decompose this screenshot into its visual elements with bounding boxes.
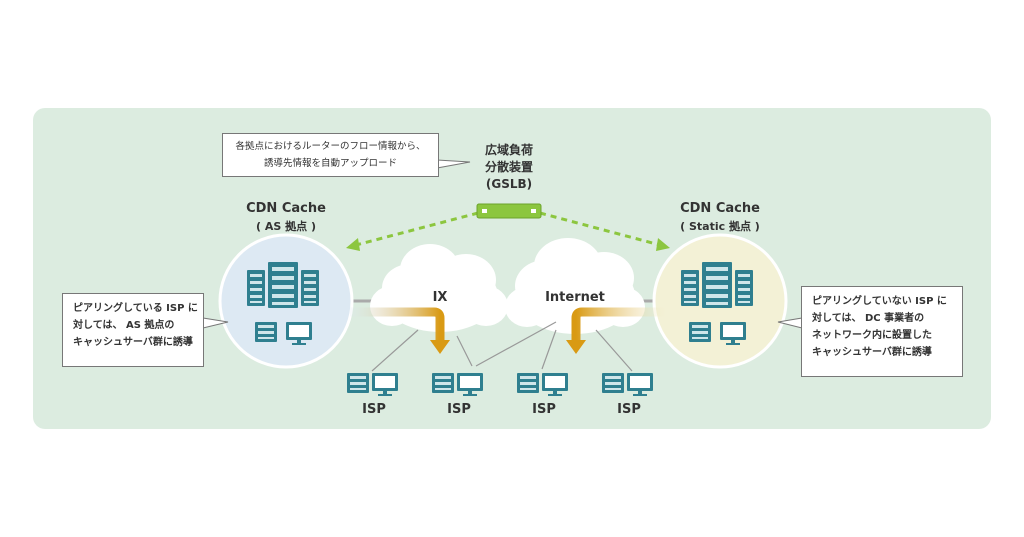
right-callout-line-4: キャッシュサーバ群に誘導	[812, 347, 932, 358]
isp-label-3: ISP	[532, 402, 556, 417]
isp-icon-1	[347, 373, 398, 396]
right-callout: ピアリングしていない ISP に 対しては、 DC 事業者の ネットワーク内に設…	[801, 286, 963, 377]
right-cache-subtitle: ( Static 拠点 )	[680, 220, 760, 233]
internet-label: Internet	[545, 290, 605, 305]
left-callout: ピアリングしている ISP に 対しては、 AS 拠点の キャッシュサーバ群に誘…	[62, 293, 204, 367]
left-cache-label: CDN Cache ( AS 拠点 )	[226, 200, 346, 236]
right-callout-line-1: ピアリングしていない ISP に	[812, 296, 947, 307]
ix-cloud	[370, 244, 508, 332]
right-callout-line-3: ネットワーク内に設置した	[812, 330, 932, 341]
left-cache-title: CDN Cache	[246, 201, 326, 216]
left-callout-line-2: 対しては、 AS 拠点の	[73, 320, 175, 331]
ix-label: IX	[432, 290, 448, 305]
gslb-label-line-1: 広域負荷	[484, 143, 533, 157]
left-cache-subtitle: ( AS 拠点 )	[256, 220, 316, 233]
gslb-left-dashed-arrow	[346, 211, 479, 251]
isp-label-4: ISP	[617, 402, 641, 417]
isp-connection-lines	[371, 321, 633, 372]
isp-icon-3	[517, 373, 568, 396]
left-orange-arrow	[350, 307, 450, 354]
gslb-label-line-3: (GSLB)	[485, 177, 533, 191]
isp-icon-2	[432, 373, 483, 396]
top-callout-line-1: 各拠点におけるルーターのフロー情報から、	[235, 141, 426, 152]
gslb-label: 広域負荷 分散装置 (GSLB)	[474, 142, 544, 193]
isp-label-2: ISP	[447, 402, 471, 417]
gslb-label-line-2: 分散装置	[484, 160, 533, 174]
isp-label-1: ISP	[362, 402, 386, 417]
top-callout-pointer	[436, 159, 471, 169]
left-callout-line-1: ピアリングしている ISP に	[73, 303, 198, 314]
isp-icon-4	[602, 373, 653, 396]
gslb-device-icon	[476, 203, 542, 219]
left-callout-line-3: キャッシュサーバ群に誘導	[73, 337, 193, 348]
right-cache-title: CDN Cache	[680, 201, 760, 216]
top-callout-line-2: 誘導先情報を自動アップロード	[263, 158, 397, 169]
right-orange-arrow	[566, 307, 666, 354]
gslb-right-dashed-arrow	[539, 211, 670, 251]
right-callout-line-2: 対しては、 DC 事業者の	[812, 313, 925, 324]
top-callout: 各拠点におけるルーターのフロー情報から、 誘導先情報を自動アップロード	[222, 133, 439, 177]
right-cache-label: CDN Cache ( Static 拠点 )	[655, 200, 785, 236]
